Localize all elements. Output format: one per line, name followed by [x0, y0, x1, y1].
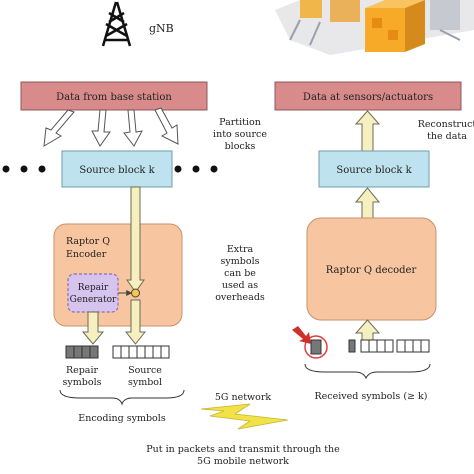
source-symbol-blocks: [112, 345, 170, 359]
partition-arrows: [43, 107, 179, 147]
gnb-label: gNB: [149, 22, 174, 35]
source-block-left-label: Source block k: [79, 165, 155, 176]
source-to-encoder-arrow: [126, 186, 145, 293]
source-down-arrow: [124, 299, 147, 345]
network-label: 5G network: [215, 392, 272, 403]
repair-gen-line-1: Repair: [78, 283, 109, 293]
base-station-label: Data from base station: [56, 92, 172, 103]
decoder-box: [306, 217, 437, 321]
source-block-right: [318, 150, 430, 188]
repair-gen-line-2: Generator: [70, 295, 117, 305]
to-source-block-arrow: [354, 187, 381, 219]
base-station-box: [20, 81, 208, 111]
to-decoder-arrow: [354, 319, 381, 341]
partition-line-2: into source: [213, 129, 267, 140]
reconstruct-line-2: the data: [427, 131, 467, 142]
lightning-icon: [200, 403, 289, 430]
source-symbol-line-1: Source: [128, 365, 162, 376]
extra-line-4: used as: [222, 280, 258, 291]
received-brace: [304, 363, 431, 380]
sensors-box: [274, 81, 462, 111]
transmit-line-2: 5G mobile network: [197, 456, 289, 467]
junction-node: [131, 288, 140, 298]
repair-down-arrow: [81, 311, 105, 345]
received-label: Received symbols (≥ k): [315, 391, 428, 402]
encoder-line-1: Raptor Q: [66, 236, 110, 247]
extra-line-2: symbols: [221, 256, 260, 267]
red-arrow-icon: [292, 326, 311, 344]
factory-icon: [270, 0, 474, 60]
tower-icon: [101, 1, 132, 47]
source-block-left: [61, 150, 173, 188]
partition-line-3: blocks: [225, 141, 256, 152]
decoder-label: Raptor Q decoder: [326, 265, 417, 276]
received-symbol-blocks: [310, 339, 430, 355]
encoding-brace: [59, 389, 185, 406]
ellipsis-dots: [2, 165, 218, 173]
repair-generator-box: [67, 273, 119, 313]
extra-line-5: overheads: [215, 292, 265, 303]
extra-line-1: Extra: [227, 244, 254, 255]
to-sensors-arrow: [354, 110, 381, 152]
source-symbol-line-2: symbol: [128, 377, 162, 388]
repair-symbol-blocks: [65, 345, 99, 359]
transmit-line-1: Put in packets and transmit through the: [146, 444, 340, 455]
encoding-symbols-label: Encoding symbols: [78, 413, 166, 424]
encoder-line-2: Encoder: [66, 249, 107, 260]
partition-line-1: Partition: [219, 117, 261, 128]
highlight-circle: [304, 335, 328, 359]
repair-symbols-line-1: Repair: [66, 365, 99, 376]
sensors-label: Data at sensors/actuators: [303, 92, 433, 103]
source-block-right-label: Source block k: [336, 165, 412, 176]
reconstruct-line-1: Reconstruct: [418, 119, 474, 130]
repair-symbols-line-2: symbols: [63, 377, 102, 388]
extra-line-3: can be: [224, 268, 256, 279]
